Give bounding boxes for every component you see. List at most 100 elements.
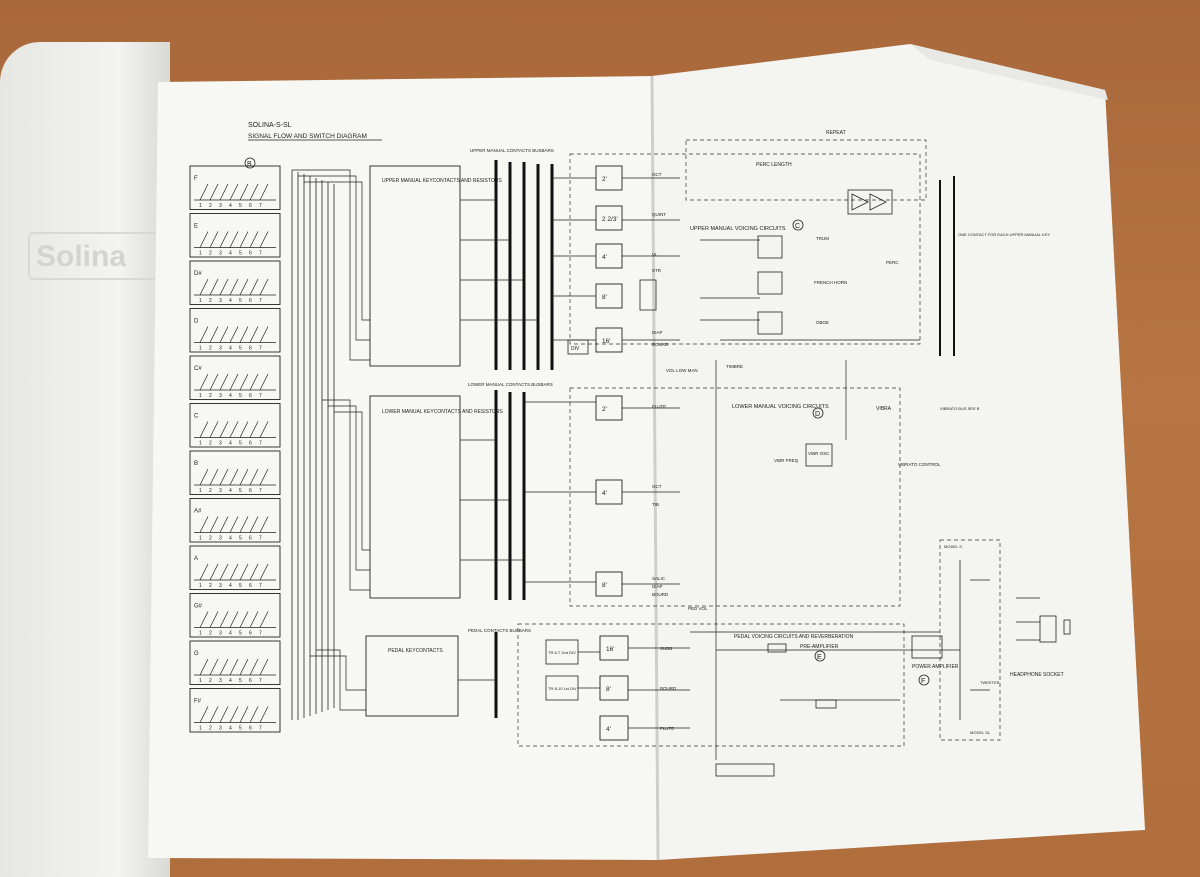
key-contact [199, 373, 209, 391]
key-contact [229, 706, 239, 723]
key-number: 2 [209, 203, 212, 209]
key-group-box [189, 640, 281, 685]
key-contact [259, 421, 269, 438]
key-group-label: A [194, 556, 198, 562]
key-contact [209, 706, 219, 723]
switch-label: QUINT [652, 212, 666, 217]
key-number: 5 [239, 251, 242, 257]
divider-label: 4' [602, 490, 607, 497]
key-group-label: B [194, 461, 198, 467]
switch-labels: OCTQUINTVLSTRDIAPBOURDFLUTEOCTTIBSALICDI… [652, 172, 677, 731]
key-number: 7 [259, 441, 262, 447]
key-contact [209, 183, 219, 201]
key-number: 7 [259, 583, 262, 589]
key-contact [219, 421, 229, 438]
key-contact [249, 326, 259, 343]
key-contact [209, 563, 219, 581]
key-number: 1 [199, 488, 202, 494]
key-number: 4 [229, 346, 232, 352]
key-contact [219, 611, 229, 628]
key-contact [199, 183, 209, 201]
model-sl-label: MODEL SL [970, 730, 991, 735]
marker-b: B [247, 161, 252, 168]
key-number: 3 [219, 298, 222, 304]
key-number: 6 [249, 203, 252, 209]
key-number: 4 [229, 298, 232, 304]
divider-label: 4' [602, 254, 607, 261]
key-number: 2 [209, 583, 212, 589]
key-number: 3 [219, 203, 222, 209]
switch-label: SUBB [660, 646, 672, 651]
key-contact [249, 563, 259, 581]
key-number: 1 [199, 251, 202, 257]
key-number: 6 [249, 678, 252, 684]
div-label: DIV [571, 346, 580, 352]
right-page [652, 44, 1145, 860]
divider-label: 2' [602, 406, 607, 413]
key-contact [239, 706, 249, 723]
key-number: 4 [229, 583, 232, 589]
trum-label: TRUM [816, 236, 829, 241]
key-group-box [189, 593, 281, 638]
divider-label: 8' [602, 582, 607, 589]
power-amp-label: POWER AMPLIFIER [912, 664, 959, 670]
key-number: 1 [199, 678, 202, 684]
switch-label: FLUTE [660, 726, 674, 731]
timbre-label: TIMBRE [726, 364, 743, 369]
marker-c: C [795, 223, 800, 230]
key-group-label: F [194, 176, 198, 182]
key-contact [259, 611, 269, 628]
tr-div-label-1: TR 8-10 1st DIV [548, 686, 577, 691]
upper-busbar-label: UPPER MANUAL CONTACTS BUSBARS [470, 148, 554, 153]
key-number: 5 [239, 298, 242, 304]
key-number: 1 [199, 298, 202, 304]
divider-label: 2 2/3' [602, 216, 618, 223]
key-number: 1 [199, 203, 202, 209]
switch-label: BOURD [652, 342, 669, 347]
switch-label: TIB [652, 502, 659, 507]
key-contact [219, 563, 229, 581]
key-contact [239, 611, 249, 628]
key-number: 6 [249, 488, 252, 494]
headphone-label: HEADPHONE SOCKET [1010, 672, 1064, 678]
divider-label: 4' [606, 726, 611, 733]
key-number: 4 [229, 393, 232, 399]
key-contact [199, 278, 209, 296]
key-number: 2 [209, 393, 212, 399]
pedal-contacts-label: PEDAL KEYCONTACTS [388, 648, 443, 654]
ped-vol-label: PED VOL [688, 606, 708, 611]
key-number: 3 [219, 631, 222, 637]
key-contact [249, 231, 259, 248]
key-number: 3 [219, 251, 222, 257]
key-group-box [189, 260, 281, 305]
key-number: 4 [229, 726, 232, 732]
switch-label: DIAP [652, 584, 663, 589]
marker-f: F [921, 678, 925, 685]
key-contact [229, 516, 239, 533]
key-number: 3 [219, 346, 222, 352]
key-number: 2 [209, 726, 212, 732]
key-contact [209, 326, 219, 343]
key-group-label: D [194, 319, 199, 325]
key-contact [259, 373, 269, 391]
key-contact [239, 373, 249, 391]
key-number: 2 [209, 536, 212, 542]
key-number: 6 [249, 583, 252, 589]
key-group-label: G# [194, 604, 203, 610]
key-contact [199, 516, 209, 533]
diagram-subtitle: SIGNAL FLOW AND SWITCH DIAGRAM [248, 133, 367, 140]
french-horn-label: FRENCH HORN [814, 280, 847, 285]
key-contact [199, 326, 209, 343]
tr-div-label-2: TR 6-7 2nd DIV [548, 650, 576, 655]
diagram-title: SOLINA-S-SL [248, 122, 292, 129]
key-contact [259, 468, 269, 486]
vibr-osc-label: VIBR OSC [808, 451, 830, 456]
key-contact [229, 421, 239, 438]
key-contact [199, 611, 209, 628]
key-contact [249, 373, 259, 391]
key-group-box [189, 355, 281, 400]
key-number: 1 [199, 441, 202, 447]
key-group-label: C# [194, 366, 202, 372]
key-contact [239, 231, 249, 248]
